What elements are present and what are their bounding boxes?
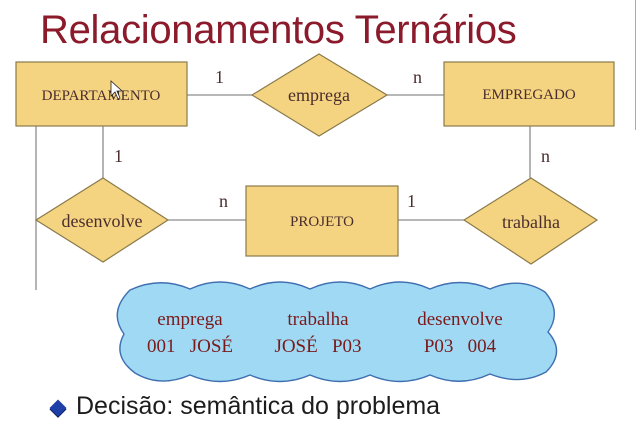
- entity-departamento-label: DEPARTAMENTO: [42, 88, 161, 104]
- example-desenvolve-values: P03 004: [424, 336, 497, 357]
- cardinalities: 1 n 1 n 1 n: [114, 67, 550, 211]
- card-proj-trabalha: 1: [407, 191, 416, 211]
- bullet-point: Decisão: semântica do problema: [49, 392, 441, 421]
- card-emp-trabalha: n: [541, 146, 550, 166]
- entity-departamento-box: [15, 61, 188, 127]
- rel-trabalha-label: trabalha: [502, 212, 560, 232]
- example-emprega-values: 001 JOSÉ: [147, 335, 233, 357]
- entity-empregado-box: [443, 61, 615, 127]
- card-dep-desenvolve: 1: [114, 146, 123, 166]
- example-desenvolve-name: desenvolve: [417, 309, 502, 330]
- card-dep-emprega: 1: [215, 67, 224, 87]
- example-cloud: [116, 281, 558, 383]
- slide-edge-line: [635, 0, 636, 130]
- rel-trabalha-diamond: [462, 177, 599, 265]
- entity-projeto-box: [245, 185, 399, 257]
- mouse-cursor-icon: [110, 80, 124, 100]
- connectors: [35, 94, 531, 290]
- rel-emprega-label: emprega: [288, 85, 350, 105]
- rel-emprega-diamond: [250, 53, 389, 137]
- card-desenvolve-proj: n: [219, 191, 228, 211]
- card-emprega-emp: n: [413, 67, 422, 87]
- example-trabalha-name: trabalha: [287, 309, 349, 330]
- rel-desenvolve-diamond: [34, 177, 170, 263]
- diamond-bullet-icon: [49, 399, 67, 416]
- example-emprega-name: emprega: [157, 309, 223, 330]
- example-trabalha-values: JOSÉ P03: [274, 335, 361, 357]
- entity-projeto-label: PROJETO: [290, 214, 354, 230]
- slide-title: Relacionamentos Ternários: [40, 8, 517, 52]
- bullet-text: Decisão: semântica do problema: [76, 392, 441, 420]
- rel-desenvolve-label: desenvolve: [62, 211, 143, 231]
- entity-empregado-label: EMPREGADO: [482, 87, 576, 103]
